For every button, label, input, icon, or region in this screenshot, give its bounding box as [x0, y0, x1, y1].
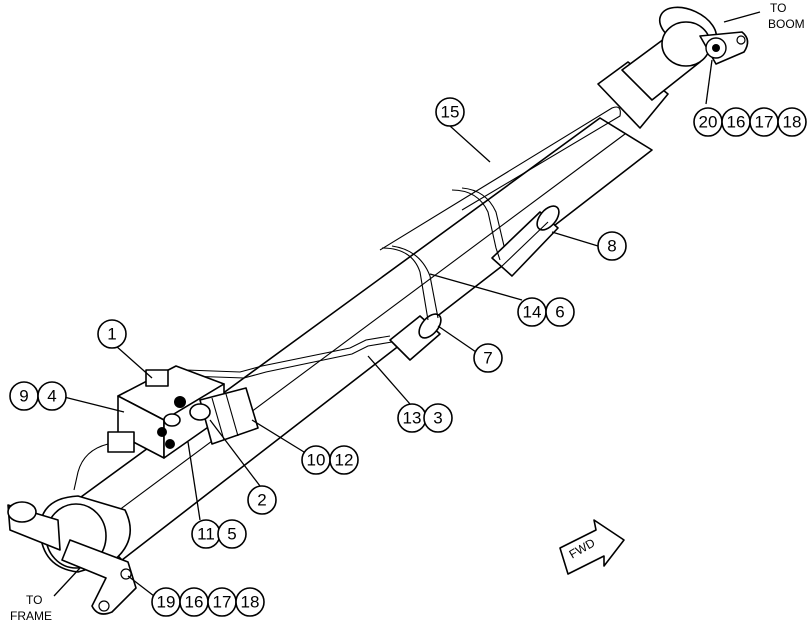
callout-top-17: 17	[749, 107, 779, 137]
svg-text:5: 5	[227, 525, 236, 544]
sight-tube	[379, 106, 621, 251]
callout-13: 13	[397, 403, 427, 433]
callout-9: 9	[9, 381, 39, 411]
svg-text:18: 18	[783, 113, 802, 132]
callout-8: 8	[597, 231, 627, 261]
hydraulic-line	[185, 335, 393, 379]
to-frame-label-line1: TO	[26, 593, 42, 607]
svg-text:20: 20	[699, 113, 718, 132]
svg-text:17: 17	[213, 593, 232, 612]
callout-5: 5	[217, 519, 247, 549]
callout-bot-19: 19	[151, 587, 181, 617]
callout-top-16: 16	[721, 107, 751, 137]
svg-text:15: 15	[441, 103, 460, 122]
callout-4: 4	[37, 381, 67, 411]
to-boom-label-line2: BOOM	[768, 17, 805, 31]
svg-text:9: 9	[19, 387, 28, 406]
svg-text:1: 1	[107, 325, 116, 344]
valve-block	[73, 365, 225, 491]
callout-bot-16: 16	[179, 587, 209, 617]
svg-text:3: 3	[433, 409, 442, 428]
callout-top-18: 18	[777, 107, 807, 137]
accumulator-7	[389, 313, 442, 361]
svg-text:6: 6	[555, 303, 564, 322]
to-boom-label-line1: TO	[770, 1, 786, 15]
callout-bot-18: 18	[235, 587, 265, 617]
svg-text:7: 7	[483, 349, 492, 368]
rod-end-eye	[658, 6, 749, 67]
svg-text:16: 16	[185, 593, 204, 612]
callout-14: 14	[517, 297, 547, 327]
svg-text:8: 8	[607, 237, 616, 256]
svg-text:19: 19	[157, 593, 176, 612]
callout-10: 10	[301, 445, 331, 475]
to-frame-label-line2: FRAME	[10, 609, 52, 623]
callout-1: 1	[97, 319, 127, 349]
cylinder-tube	[69, 61, 669, 561]
callout-12: 12	[329, 445, 359, 475]
callout-6: 6	[545, 297, 575, 327]
callout-bot-17: 17	[207, 587, 237, 617]
head-end-mount	[7, 495, 137, 615]
callout-3: 3	[423, 403, 453, 433]
accumulator-8	[491, 205, 560, 277]
svg-text:13: 13	[403, 409, 422, 428]
svg-text:18: 18	[241, 593, 260, 612]
svg-text:16: 16	[727, 113, 746, 132]
cylinder-band	[199, 387, 259, 445]
svg-text:14: 14	[523, 303, 542, 322]
leader-lines	[53, 11, 761, 597]
callout-11: 11	[191, 519, 221, 549]
elbow-fitting	[163, 403, 211, 427]
svg-text:12: 12	[335, 451, 354, 470]
forward-arrow-icon: FWD	[559, 519, 625, 575]
callout-2: 2	[247, 485, 277, 515]
callout-7: 7	[473, 343, 503, 373]
svg-text:17: 17	[755, 113, 774, 132]
tube-clamp-lower	[381, 245, 439, 321]
svg-text:10: 10	[307, 451, 326, 470]
svg-text:4: 4	[47, 387, 56, 406]
callout-15: 15	[435, 97, 465, 127]
svg-text:11: 11	[197, 525, 215, 544]
svg-text:2: 2	[257, 491, 266, 510]
callout-top-20: 20	[693, 107, 723, 137]
